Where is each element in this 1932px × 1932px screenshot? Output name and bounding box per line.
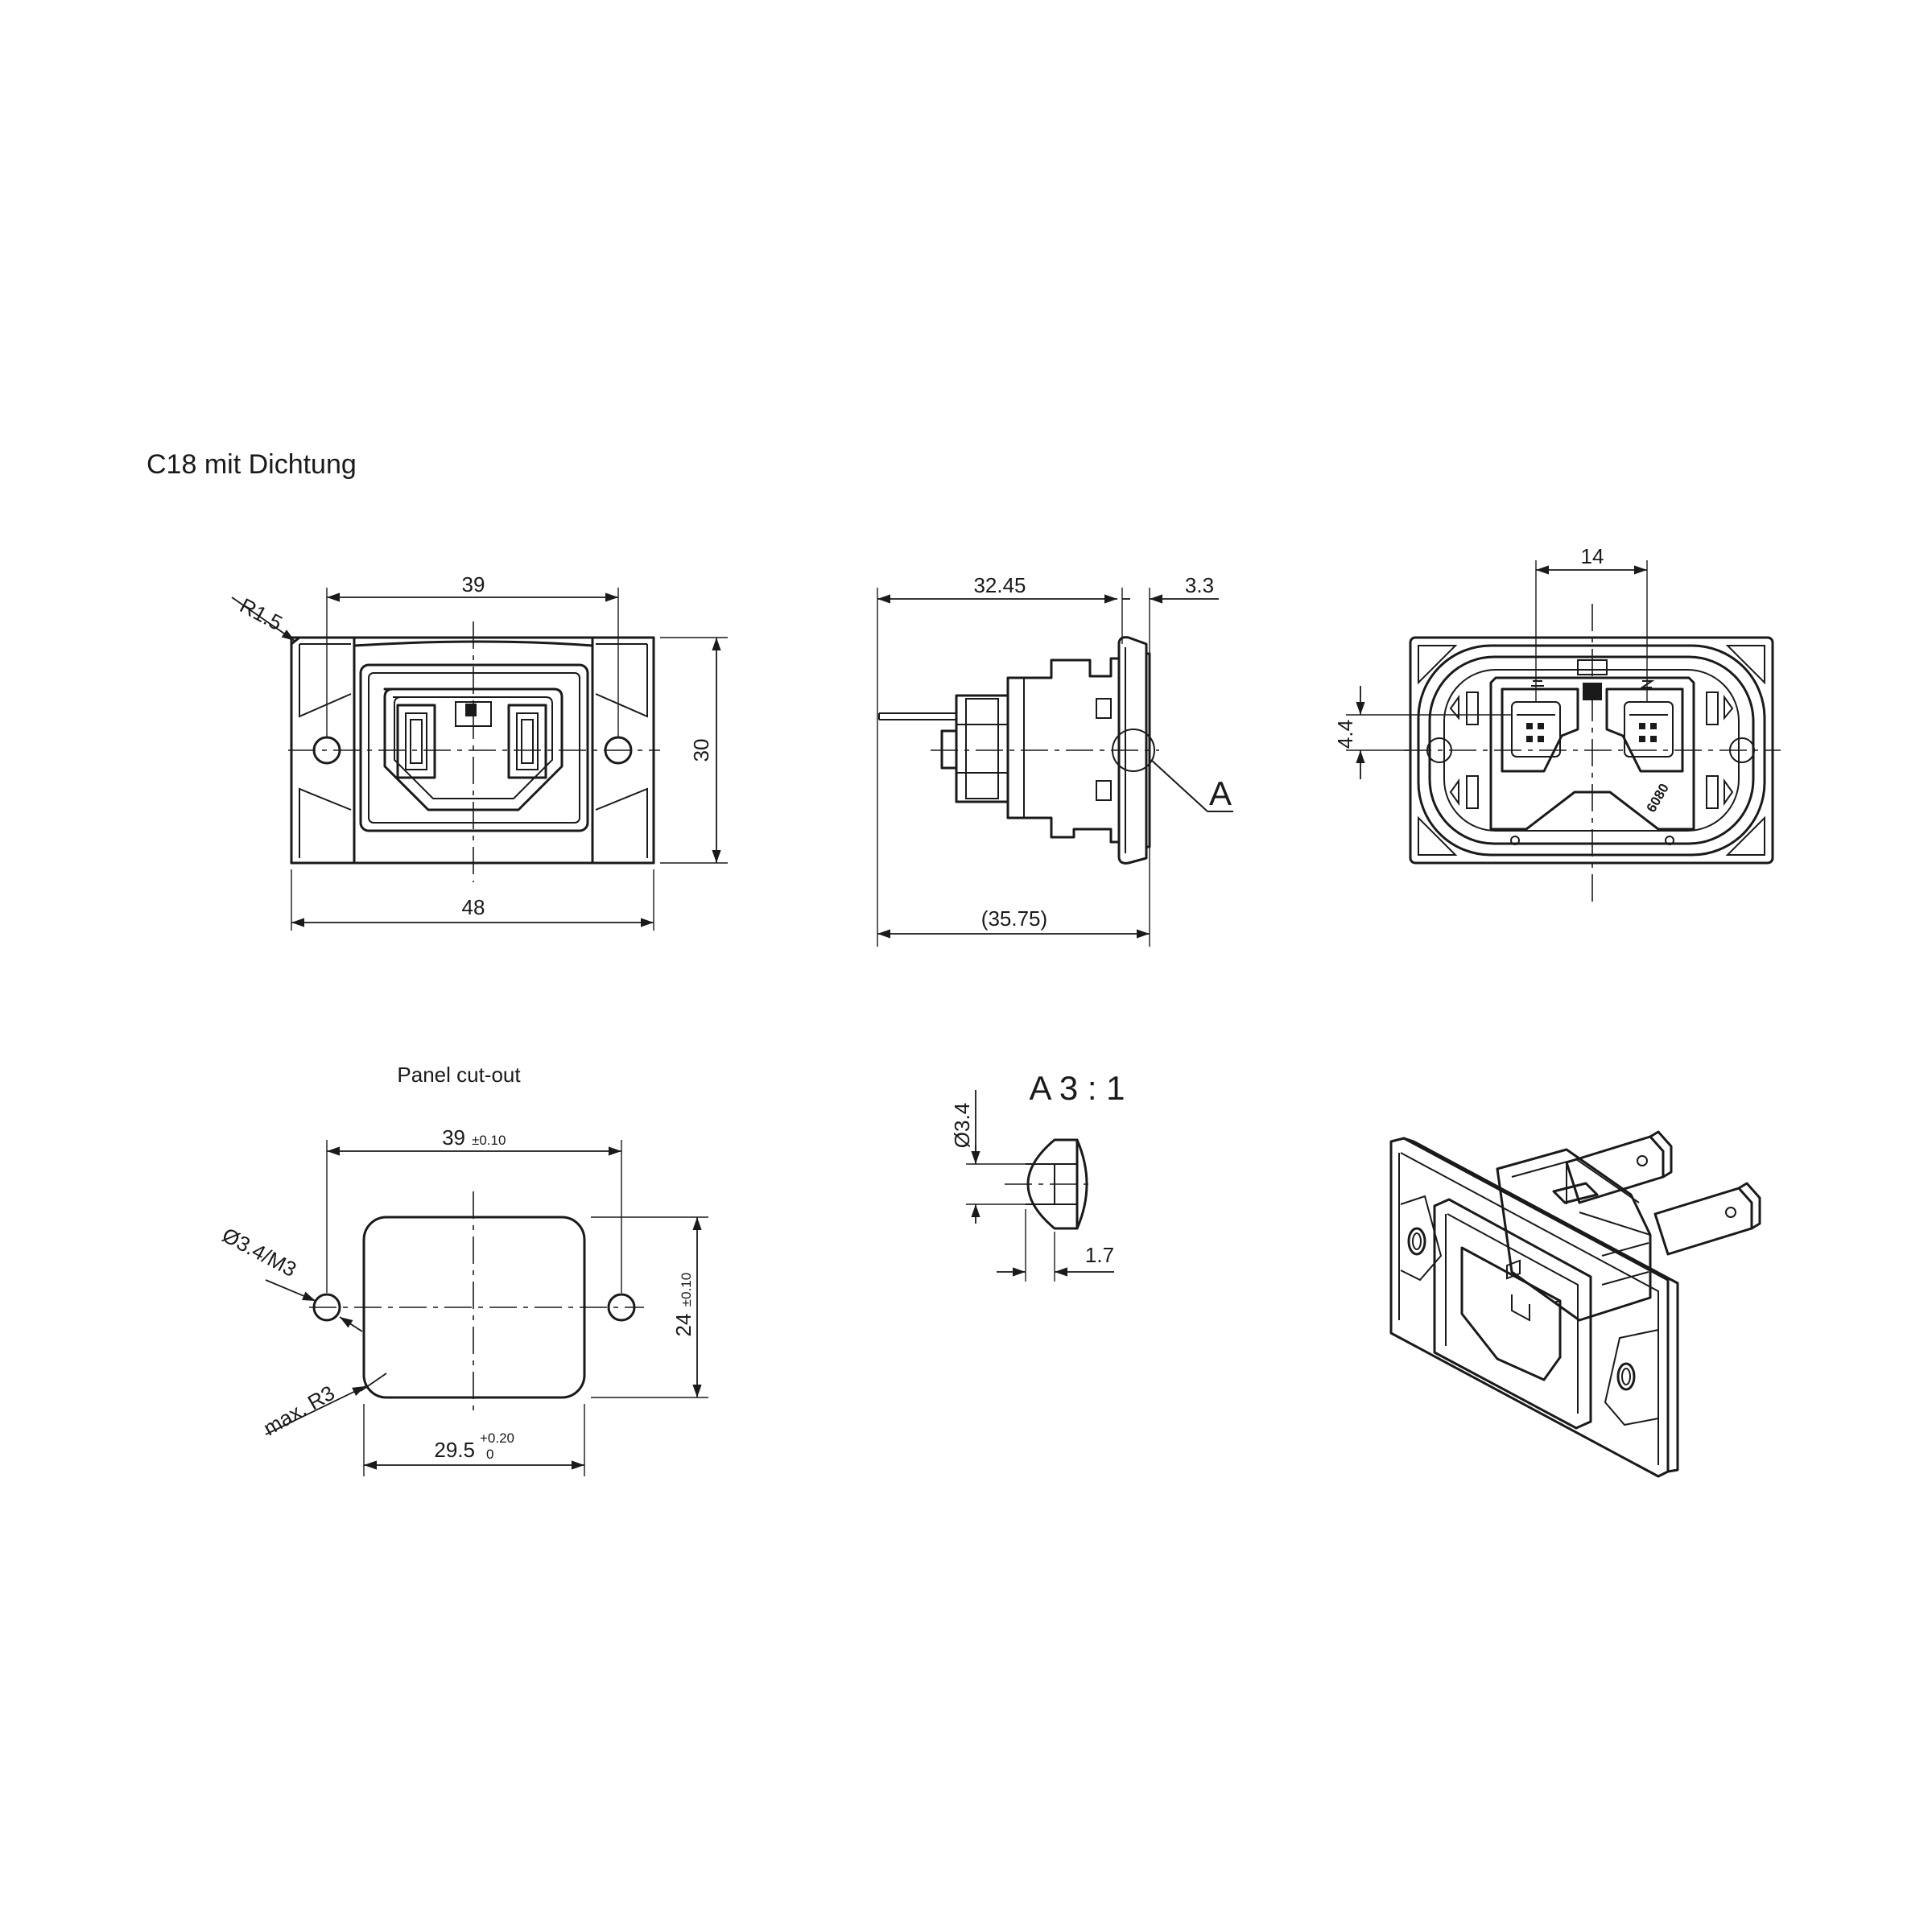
cutout-dim-24-tol: ±0.10	[679, 1273, 694, 1307]
cutout-dim-24: 24	[671, 1314, 696, 1337]
detail-a	[966, 1090, 1114, 1282]
cutout-dim-39: 39	[442, 1125, 465, 1150]
cutout-dim-radius: max. R3	[259, 1381, 339, 1440]
rear-terminal-mark: 6080	[1644, 781, 1672, 815]
panel-cutout-title: Panel cut-out	[397, 1063, 521, 1087]
side-dim-3245: 32.45	[973, 573, 1026, 597]
isometric-view	[1389, 1130, 1761, 1478]
rear-dim-44: 4.4	[1333, 720, 1357, 749]
detail-dim-17: 1.7	[1085, 1243, 1114, 1267]
front-dim-39: 39	[462, 572, 485, 597]
cutout-dim-295-tol-lower: 0	[486, 1447, 493, 1462]
cutout-dim-295-tol-upper: +0.20	[480, 1430, 514, 1446]
drawing-title: C18 mit Dichtung	[147, 449, 357, 480]
cutout-dim-hole: Ø3.4/M3	[218, 1223, 300, 1282]
detail-dim-diameter: Ø3.4	[950, 1103, 974, 1148]
panel-cutout	[265, 1140, 708, 1476]
cutout-dim-295: 29.5	[434, 1438, 475, 1462]
front-dim-r15: R1.5	[236, 593, 287, 635]
detail-a-title: A 3 : 1	[1029, 1069, 1125, 1107]
side-dim-3575: (35.75)	[981, 906, 1047, 931]
front-dim-30: 30	[689, 739, 713, 762]
rear-dim-14: 14	[1581, 544, 1604, 568]
side-dim-33: 3.3	[1185, 573, 1214, 597]
front-dim-48: 48	[462, 895, 485, 919]
front-view	[231, 588, 728, 931]
cutout-dim-39-tol: ±0.10	[472, 1133, 506, 1148]
rear-view	[1346, 560, 1781, 902]
side-view	[877, 588, 1233, 947]
detail-marker-a: A	[1209, 774, 1232, 812]
